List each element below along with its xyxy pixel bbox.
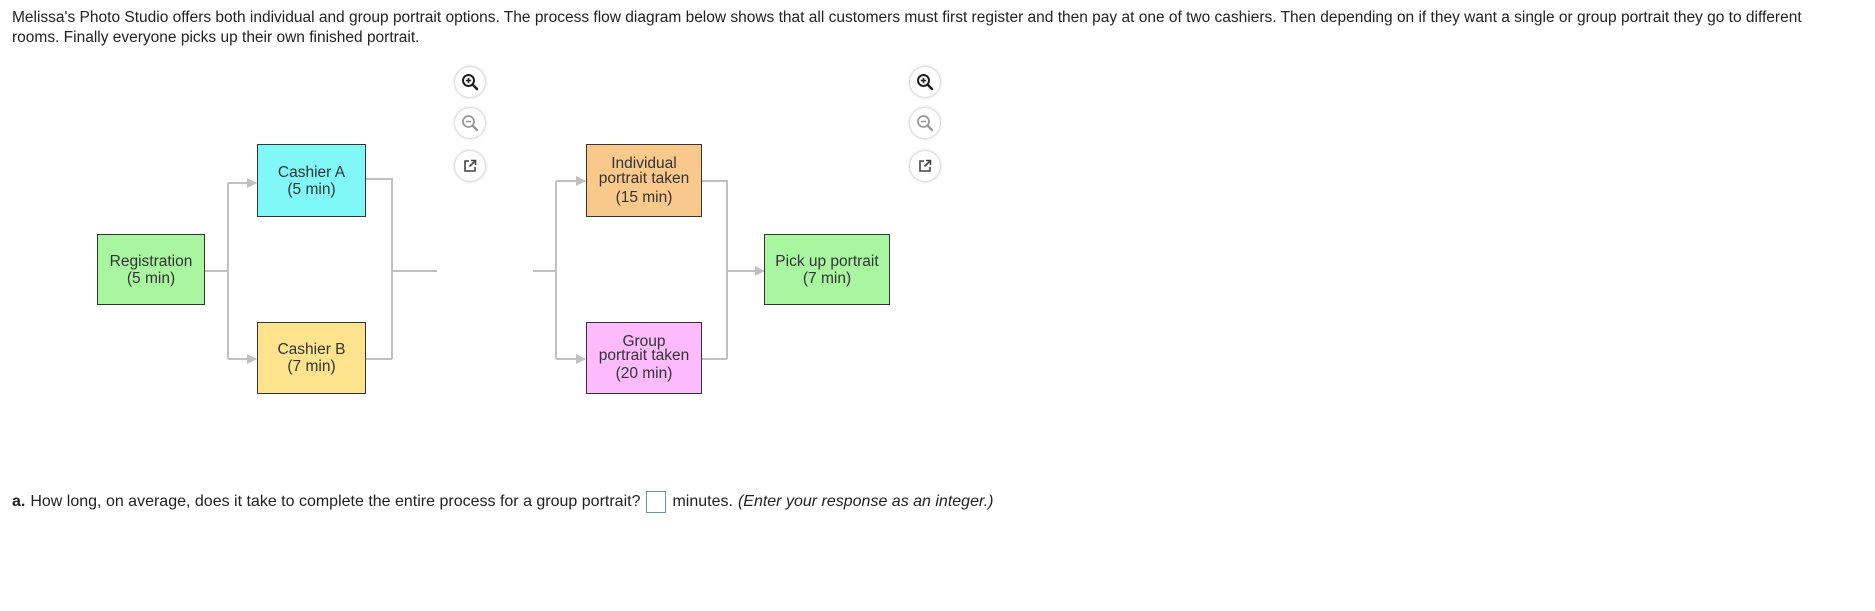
cashier-b-label: Cashier B [277, 341, 346, 358]
cashier-b-duration: (7 min) [287, 358, 336, 375]
zoom-out-button-2[interactable] [910, 108, 940, 138]
answer-input[interactable] [646, 491, 667, 513]
group-label-2: portrait taken [598, 347, 690, 364]
zoom-in-icon [462, 74, 479, 91]
individual-portrait-node: Individual portrait taken (15 min) [586, 144, 702, 217]
connector-cashier-a-out [366, 178, 393, 359]
individual-label-2: portrait taken [598, 170, 690, 187]
individual-label: Individual [611, 155, 677, 172]
cashier-a-duration: (5 min) [287, 180, 336, 198]
intro-text: Melissa's Photo Studio offers both indiv… [12, 9, 1802, 46]
group-label: Group [622, 333, 666, 350]
zoom-in-icon [917, 74, 934, 91]
connector-individual-out [702, 180, 728, 359]
group-portrait-node: Group portrait taken (20 min) [586, 322, 702, 394]
cashier-a-label: Cashier A [277, 163, 346, 181]
zoom-out-button[interactable] [455, 108, 485, 138]
zoom-out-icon [462, 115, 479, 132]
cashier-b-node: Cashier B (7 min) [257, 322, 366, 394]
pickup-duration: (7 min) [802, 269, 852, 287]
cashier-a-node: Cashier A (5 min) [257, 144, 366, 217]
individual-duration: (15 min) [615, 189, 673, 206]
open-external-button-2[interactable] [910, 151, 940, 181]
zoom-out-icon [917, 115, 934, 132]
registration-node: Registration (5 min) [97, 234, 205, 305]
zoom-in-button-2[interactable] [910, 67, 940, 97]
zoom-in-button[interactable] [455, 67, 485, 97]
registration-label: Registration [109, 252, 193, 270]
pickup-label: Pick up portrait [775, 252, 879, 270]
open-external-icon [919, 159, 932, 172]
question-text: How long, on average, does it take to co… [30, 493, 641, 510]
group-duration: (20 min) [615, 365, 673, 382]
registration-duration: (5 min) [126, 269, 176, 287]
answer-unit: minutes. [672, 493, 733, 510]
open-external-icon [464, 159, 477, 172]
open-external-button[interactable] [455, 151, 485, 181]
pickup-portrait-node: Pick up portrait (7 min) [764, 234, 890, 305]
answer-hint: (Enter your response as an integer.) [737, 493, 994, 510]
question-label: a. [12, 493, 26, 510]
question-a: a. How long, on average, does it take to… [12, 491, 993, 513]
